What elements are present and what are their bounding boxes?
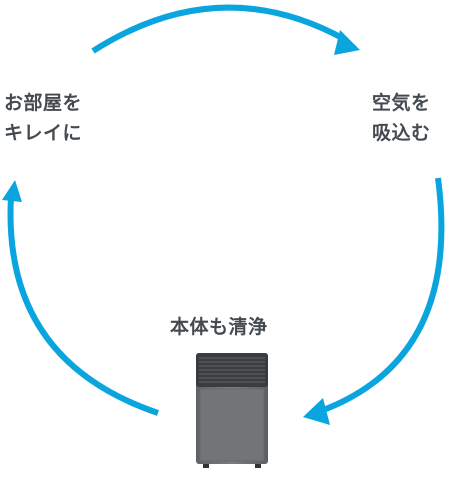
step-label-clean-room-line1: お部屋を: [4, 92, 83, 114]
step-label-intake-air: 空気を 吸込む: [372, 88, 431, 148]
step-label-clean-room-line2: キレイに: [4, 122, 83, 144]
arrow-left-arc: [7, 196, 159, 416]
arrow-top-arc: [91, 4, 348, 54]
step-label-intake-air-line2: 吸込む: [372, 122, 431, 144]
arrowhead-top: [334, 30, 360, 55]
air-purifier-icon: [196, 353, 268, 468]
arrowhead-right: [303, 398, 330, 425]
arrowhead-left: [2, 180, 22, 202]
step-label-clean-room: お部屋を キレイに: [4, 88, 82, 148]
arrow-right-arc: [316, 177, 445, 415]
step-label-self-clean: 本体も清浄: [170, 312, 268, 342]
step-label-intake-air-line1: 空気を: [372, 92, 431, 114]
step-label-self-clean-text: 本体も清浄: [170, 316, 268, 338]
